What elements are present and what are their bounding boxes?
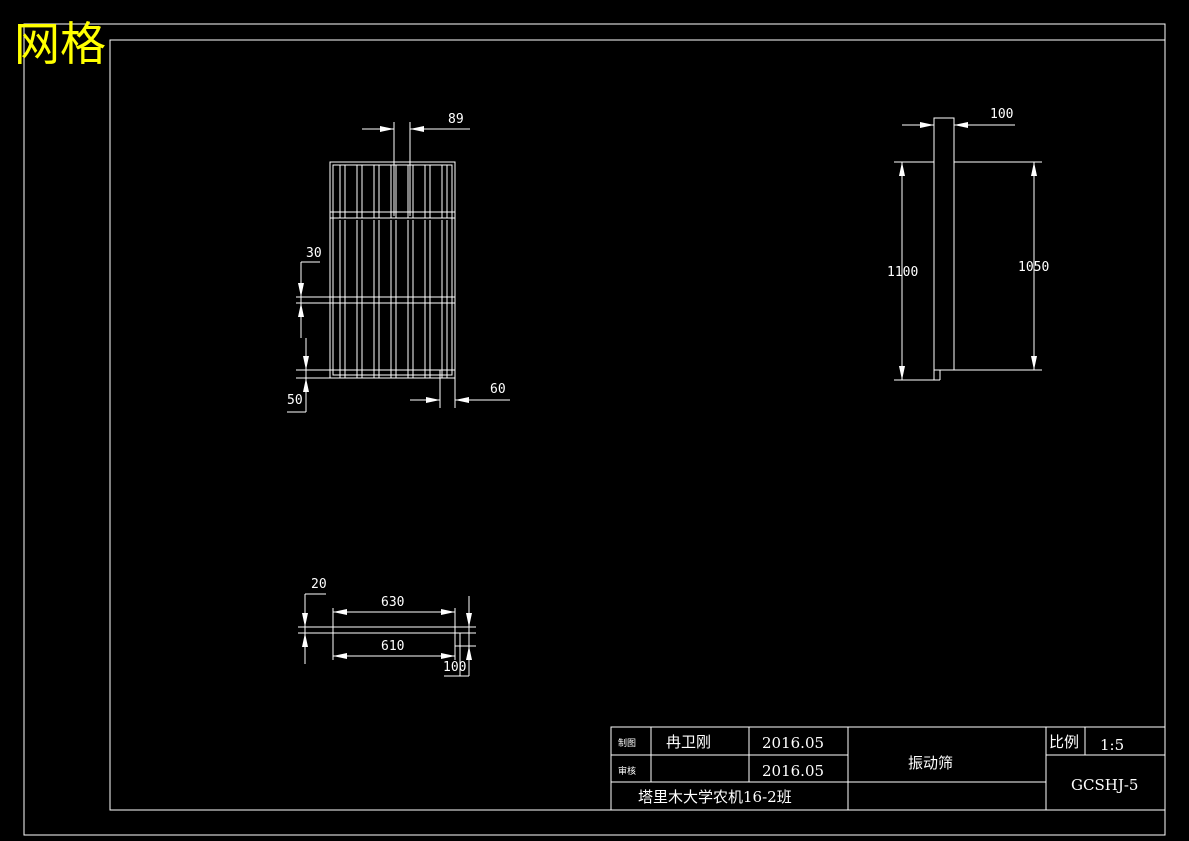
front-dim-top-arrow-right [410,126,424,132]
bottom-dim-left-arrow-b [302,633,308,647]
title-block-scale-value: 1:5 [1100,736,1124,754]
title-block-organization: 塔里木大学农机16-2班 [638,788,792,806]
front-dim-top-label: 89 [448,112,464,127]
bottom-view: 20 630 610 100 [298,577,476,677]
bottom-dim-upper-label: 630 [381,595,404,610]
front-dim-left-lower-label: 50 [287,393,303,408]
side-dim-top-label: 100 [990,107,1013,122]
front-dim-left-upper-arrow-a [298,283,304,297]
side-dim-top-arrow-a [920,122,934,128]
bottom-dim-left-label: 20 [311,577,327,592]
front-dim-br-label: 60 [490,382,506,397]
front-view-bars [339,165,448,378]
title-block-designer-name: 冉卫刚 [666,733,711,751]
title-block-row2-date: 2016.05 [762,762,824,780]
title-block-scale-label: 比例 [1049,733,1079,751]
title-block-part-name: 振动筛 [908,754,953,772]
outer-frame [23,23,1166,836]
side-view: 100 1100 1050 [887,107,1049,381]
bottom-dim-upper-arrow-b [441,609,455,615]
title-block-row1-date: 2016.05 [762,734,824,752]
bottom-dim-right-label: 100 [443,660,466,675]
watermark-text: 网格 [14,17,106,71]
bottom-dim-upper-arrow-a [333,609,347,615]
side-dim-left-arrow-a [899,162,905,176]
title-block-drawing-number: GCSHJ-5 [1071,776,1138,794]
title-block-row2-label: 审核 [618,765,636,777]
side-dim-top-arrow-b [954,122,968,128]
front-view-inner-outline [332,164,453,376]
side-dim-left-arrow-b [899,366,905,380]
front-dim-left-lower-arrow-b [303,378,309,392]
title-block-row1-label: 制图 [618,737,636,749]
side-dim-right-arrow-b [1031,356,1037,370]
front-dim-left-upper-label: 30 [306,246,322,261]
front-view-outline [329,161,456,379]
inner-frame [109,39,1166,811]
title-block-border [610,726,1166,811]
side-view-frame [933,117,955,371]
side-dim-right-label: 1050 [1018,260,1049,275]
bottom-dim-right-arrow-b [466,646,472,660]
front-dim-br-arrow-a [426,397,440,403]
bottom-dim-left-arrow-a [302,613,308,627]
bottom-dim-lower-arrow-b [441,653,455,659]
side-dim-right-arrow-a [1031,162,1037,176]
front-dim-left-lower-arrow-a [303,356,309,370]
front-dim-top-arrow-left [380,126,394,132]
bottom-dim-lower-label: 610 [381,639,404,654]
bottom-dim-lower-arrow-a [333,653,347,659]
front-dim-br-arrow-b [455,397,469,403]
side-dim-left-label: 1100 [887,265,918,280]
front-dim-left-upper-arrow-b [298,303,304,317]
front-view: 89 30 50 60 [287,112,510,413]
title-block: 制图 冉卫刚 2016.05 审核 2016.05 塔里木大学农机16-2班 振… [610,726,1166,811]
bottom-dim-right-arrow-a [466,613,472,627]
